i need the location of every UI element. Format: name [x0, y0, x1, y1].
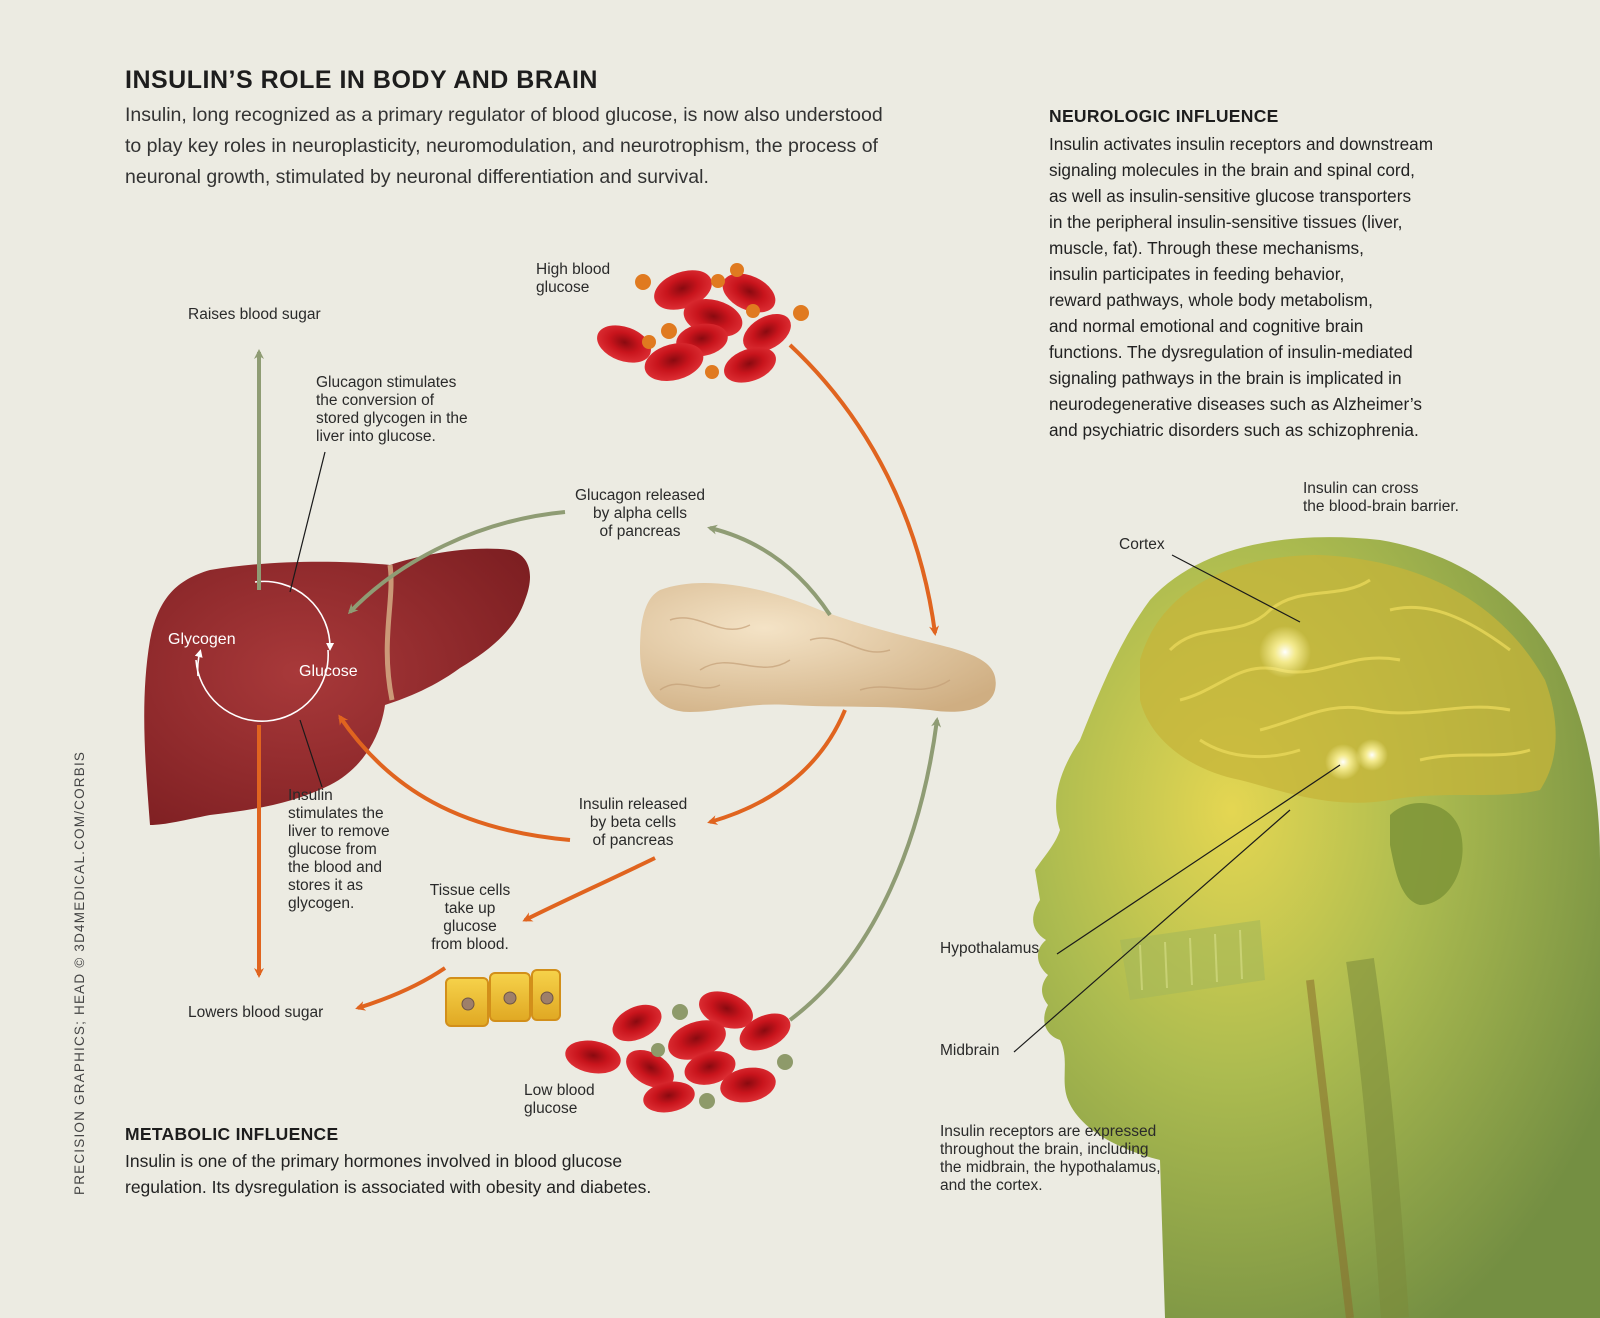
neurologic-body: Insulin activates insulin receptors and … — [1049, 134, 1434, 440]
high-blood-glucose-cells — [597, 263, 809, 383]
glucose-label: Glucose — [299, 663, 358, 680]
high-glucose-to-pancreas-arrow — [788, 343, 940, 636]
metabolic-heading: METABOLIC INFLUENCE — [125, 1124, 339, 1144]
tissue-to-lowers-arrow — [355, 966, 447, 1011]
glucagon-to-liver-arrow — [347, 510, 566, 615]
low-blood-glucose-label: Low blood glucose — [524, 1082, 595, 1117]
lowers-blood-sugar-label: Lowers blood sugar — [188, 1004, 324, 1021]
low-glucose-to-pancreas-arrow — [788, 717, 942, 1022]
midbrain-label: Midbrain — [940, 1042, 1000, 1059]
liver-leader-lines — [289, 451, 326, 788]
insulin-release-arrow — [707, 709, 847, 825]
cortex-label: Cortex — [1119, 536, 1165, 553]
neurologic-heading: NEUROLOGIC INFLUENCE — [1049, 106, 1279, 126]
insulin-released-label: Insulin released by beta cells of pancre… — [578, 796, 688, 849]
insulin-to-liver-arrow — [338, 714, 571, 842]
tissue-cells-label: Tissue cells take up glucose from blood. — [429, 882, 511, 953]
insulin-to-tissue-arrow — [522, 856, 656, 922]
hypothalamus-label: Hypothalamus — [940, 940, 1040, 957]
insulin-stimulates-label: Insulin stimulates the liver to remove g… — [288, 787, 390, 912]
glycogen-label: Glycogen — [168, 631, 236, 648]
raises-blood-sugar-label: Raises blood sugar — [188, 306, 321, 323]
tissue-cells — [445, 969, 561, 1027]
blood-brain-barrier-label: Insulin can cross the blood-brain barrie… — [1303, 480, 1459, 515]
flow-arrows — [254, 343, 942, 1022]
pancreas-illustration — [640, 582, 996, 712]
glucagon-released-label: Glucagon released by alpha cells of panc… — [574, 487, 706, 540]
glucagon-stimulates-label: Glucagon stimulates the conversion of st… — [316, 374, 468, 445]
page-title: INSULIN’S ROLE IN BODY AND BRAIN — [125, 66, 598, 94]
metabolic-body: Insulin is one of the primary hormones i… — [125, 1151, 652, 1197]
insulin-receptors-label: Insulin receptors are expressed througho… — [940, 1123, 1161, 1194]
high-blood-glucose-label: High blood glucose — [536, 261, 611, 296]
brain-leader-lines — [1013, 554, 1341, 1053]
head-illustration — [1033, 537, 1600, 1318]
image-credit: PRECISION GRAPHICS; HEAD © 3D4MEDICAL.CO… — [72, 750, 87, 1195]
intro-paragraph: Insulin, long recognized as a primary re… — [125, 104, 883, 188]
glucagon-release-arrow — [707, 524, 832, 617]
low-blood-glucose-cells — [565, 991, 793, 1113]
liver-illustration — [144, 548, 530, 825]
